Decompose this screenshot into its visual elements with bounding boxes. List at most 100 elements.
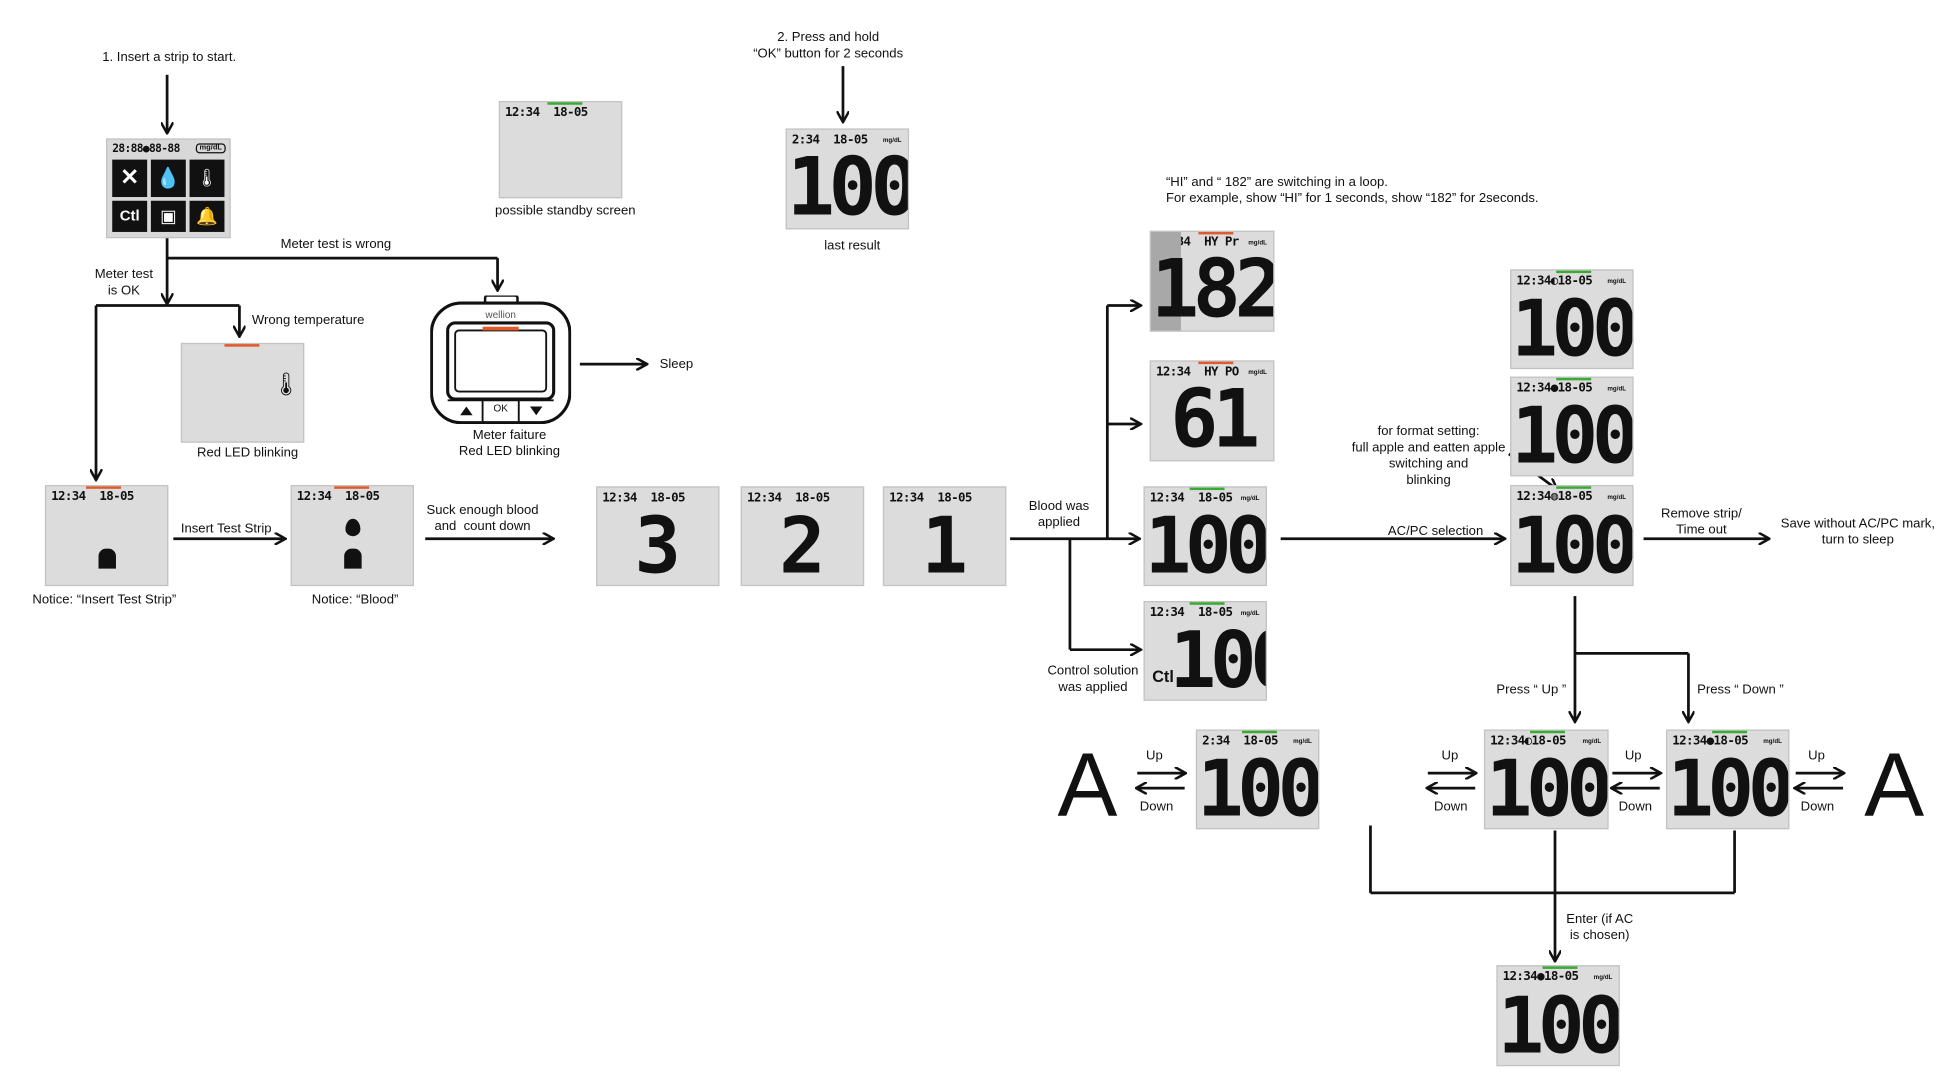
label-save-without: Save without AC/PC mark, turn to sleep: [1780, 516, 1935, 548]
date: 18-05: [1557, 381, 1593, 396]
label-press-down: Press “ Down ”: [1697, 682, 1784, 698]
label-control-applied: Control solution was applied: [1047, 663, 1139, 695]
label-down: Down: [1618, 799, 1653, 815]
hypo-label: HY PO: [1204, 365, 1239, 380]
result-value: 100: [786, 142, 910, 230]
thermometer-icon: 🌡: [189, 159, 225, 197]
unit: mg/dL: [1248, 369, 1267, 377]
label-down: Down: [1800, 799, 1835, 815]
unit: mg/dL: [1248, 239, 1267, 247]
value-background: [1150, 231, 1181, 331]
date: 18-05: [1543, 970, 1579, 984]
test-date: 88-88: [149, 143, 180, 156]
label-up: Up: [1624, 748, 1642, 764]
unit: mg/dL: [1593, 973, 1613, 982]
test-time: 28:88: [112, 143, 143, 156]
green-led: [1530, 730, 1565, 734]
strip-icon: ▣: [150, 200, 186, 232]
red-led: [86, 486, 121, 489]
label-down: Down: [1434, 799, 1468, 815]
result-value: 100: [1497, 980, 1619, 1067]
countdown-3-screen: 12:34 18-05 3: [596, 486, 720, 587]
unit: mg/dL: [1607, 385, 1627, 393]
label-meter-wrong: Meter test is wrong: [280, 236, 392, 252]
green-led: [547, 102, 583, 105]
eaten-apple-icon: ◐: [1524, 734, 1532, 749]
time: 12:34: [1516, 490, 1551, 504]
notice-blood-screen: 12:34 18-05: [290, 485, 415, 587]
red-led: [1198, 361, 1234, 365]
result-value: 100: [1511, 283, 1633, 370]
date: 18-05: [1713, 734, 1749, 749]
blood-drop-icon: 💧: [150, 159, 186, 197]
acpc-blinking-screen: 12:34◍18-05 mg/dL 100: [1510, 485, 1634, 587]
eaten-apple-icon: ◐: [1550, 274, 1558, 289]
time: 12:34: [51, 490, 86, 504]
result-value: 100: [1511, 390, 1633, 477]
result-value: 100: [1511, 500, 1633, 587]
label-notice-blood: Notice: “Blood”: [311, 592, 399, 608]
thermometer-icon: 🌡: [271, 371, 301, 397]
red-led: [224, 344, 260, 347]
time: 12:34: [602, 491, 637, 506]
up-triangle-icon: [458, 403, 475, 418]
label-start: 1. Insert a strip to start.: [102, 49, 237, 65]
result-value: 100: [1667, 743, 1789, 830]
label-press-up: Press “ Up ”: [1496, 682, 1567, 698]
label-red-led: Red LED blinking: [197, 445, 299, 461]
label-suck-blood: Suck enough blood and count down: [426, 502, 539, 534]
label-press-hold: 2. Press and hold “OK” button for 2 seco…: [753, 29, 904, 62]
ok-button: OK: [493, 402, 508, 415]
label-loop-note: “HI” and “ 182” are switching in a loop.…: [1165, 174, 1539, 206]
green-led: [1556, 486, 1592, 489]
date: 18-05: [795, 491, 830, 506]
notice-insert-strip-screen: 12:34 18-05: [44, 485, 169, 587]
unit: mg/dL: [882, 137, 902, 145]
label-wrong-temperature: Wrong temperature: [251, 312, 365, 328]
label-acpc-selection: AC/PC selection: [1387, 523, 1484, 539]
strip-icon: [344, 548, 362, 569]
time: 12:34: [1502, 970, 1538, 984]
date: 18-05: [1197, 491, 1233, 506]
unit: mg/dL: [1607, 278, 1627, 286]
countdown-2-screen: 12:34 18-05 2: [740, 486, 865, 587]
label-meter-failure: Meter faiture Red LED blinking: [458, 427, 561, 459]
hi-value: 182: [1150, 244, 1275, 332]
test-all-segments-screen: 28:88●88-88 mg/dL ✕ 💧 🌡 Ctl ▣ 🔔: [105, 138, 231, 239]
countdown-value: 1: [921, 500, 968, 587]
apple-icon: ●: [1537, 970, 1544, 984]
control-solution-screen: 12:34 18-05 mg/dL Ctl 100: [1143, 601, 1267, 701]
date: 18-05: [937, 491, 972, 506]
strip-icon: [98, 548, 116, 569]
label-standby: possible standby screen: [495, 203, 636, 219]
label-up: Up: [1808, 748, 1825, 764]
bell-icon: 🔔: [189, 200, 225, 232]
pc-select-screen: 12:34◐18-05 mg/dL 100: [1483, 729, 1609, 830]
brand-label: wellion: [485, 309, 516, 321]
down-triangle-icon: [527, 403, 544, 418]
label-insert-test-strip: Insert Test Strip: [180, 521, 272, 537]
ctl-icon: Ctl: [112, 200, 148, 232]
time: 12:34: [1516, 381, 1551, 396]
green-led: [1189, 487, 1225, 491]
result-value: 100: [1485, 743, 1608, 830]
green-led: [1556, 377, 1592, 381]
green-led: [1712, 730, 1748, 734]
time: 12:34: [505, 105, 540, 120]
error-x-icon: ✕: [112, 159, 148, 197]
standby-screen: 12:34 18-05: [498, 101, 623, 199]
countdown-1-screen: 12:34 18-05 1: [882, 486, 1007, 587]
green-led: [1556, 270, 1592, 274]
unit: mg/dL: [1240, 609, 1260, 618]
red-led: [1198, 231, 1234, 235]
apple-blink-icon: ◍: [1550, 490, 1558, 504]
ctl-label: Ctl: [1152, 667, 1174, 686]
time: 12:34: [1672, 734, 1707, 749]
unit-badge: mg/dL: [195, 143, 226, 154]
date: 18-05: [1557, 274, 1593, 289]
time: 12:34: [1155, 365, 1191, 380]
unit: mg/dL: [1582, 738, 1602, 746]
last-result-screen: 2:34 18-05 mg/dL 100: [785, 128, 910, 230]
time: 12:34: [1516, 274, 1551, 289]
